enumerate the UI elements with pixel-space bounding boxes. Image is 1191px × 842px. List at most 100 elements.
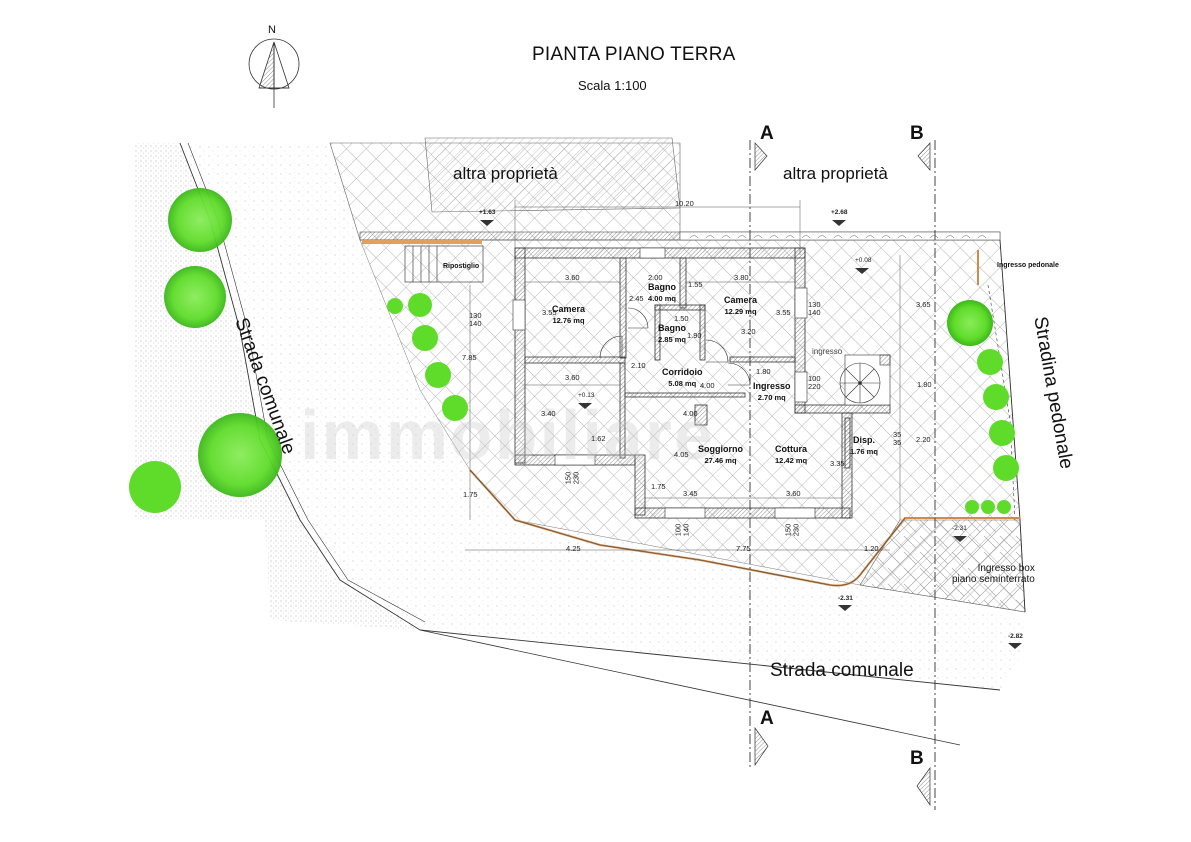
dim-label: 1.75: [651, 482, 666, 491]
dim-label: 3.60: [565, 373, 580, 382]
left-terrain: [135, 143, 420, 630]
scale-label: Scala 1:100: [578, 78, 647, 93]
room-name: Soggiorno: [698, 444, 743, 454]
room-name: Corridoio: [662, 367, 703, 377]
dim-label: 2.10: [631, 361, 646, 370]
outdoor-stairs: [404, 245, 484, 283]
room-entrance: Ingresso 2.70 mq: [753, 381, 791, 403]
road-bottom-label: Strada comunale: [770, 660, 914, 681]
room-name: Cottura: [775, 444, 808, 454]
room-area: 27.46 mq: [704, 456, 737, 465]
dim-label: 4.00: [700, 381, 715, 390]
north-label: N: [268, 24, 276, 36]
dim-label: 3.55: [542, 308, 557, 317]
room-name: Disp.: [852, 435, 875, 445]
dim-label: 3.80: [734, 273, 749, 282]
dim-value: 140: [808, 308, 821, 317]
room-bedroom-2: Camera 12.29 mq: [724, 295, 757, 317]
room-pantry: Disp. 1.76 mq: [850, 435, 878, 457]
section-b-top-label: B: [910, 123, 924, 144]
level-label: +1.63: [479, 209, 496, 216]
room-area: 2.85 mq: [658, 335, 686, 344]
section-b-bottom-marker: [916, 766, 931, 807]
dim-value: 35: [893, 438, 902, 447]
level-label: -2.31: [952, 525, 967, 532]
dim-value: 130: [469, 311, 482, 320]
dim-value: 230: [571, 471, 581, 485]
dim-label: 3.20: [741, 327, 756, 336]
section-a-top-label: A: [760, 123, 774, 144]
room-area: 12.42 mq: [775, 456, 808, 465]
windows: [512, 247, 816, 519]
section-b-bottom-label: B: [910, 748, 924, 769]
dim-label: 4.00: [683, 409, 698, 418]
level-label: -2.82: [1008, 633, 1023, 640]
dim-value: 100: [808, 374, 821, 383]
dim-label: 3.65: [916, 300, 931, 309]
pedestrian-entrance-label: Ingresso pedonale: [997, 262, 1059, 269]
dim-label: 1.62: [591, 434, 606, 443]
trees: [129, 188, 1019, 514]
dim-label: 2.45: [629, 294, 644, 303]
room-name: Camera: [724, 295, 758, 305]
room-kitchen: Cottura 12.42 mq: [775, 444, 807, 466]
dimension-lines: [465, 200, 901, 551]
storage-label: Ripostiglio: [443, 263, 480, 270]
level-marker-icons: [480, 220, 1022, 649]
dim-value: 220: [808, 382, 821, 391]
room-bathroom-1: Bagno 4.00 mq: [648, 282, 676, 304]
dim-value: 140: [469, 319, 482, 328]
dim-label: 3.35: [830, 459, 845, 468]
dim-value: 130: [808, 300, 821, 309]
dim-label: 4.25: [566, 544, 581, 553]
dim-label: 3.40: [541, 409, 556, 418]
room-name: Ingresso: [753, 381, 791, 391]
north-arrow-icon: [248, 38, 300, 108]
dim-label: 1.20: [864, 544, 879, 553]
room-area: 2.70 mq: [757, 393, 786, 402]
dim-value: 35: [893, 430, 902, 439]
spiral-staircase: [839, 354, 891, 406]
garage-entrance-line2: piano seminterrato: [952, 574, 1035, 585]
garage-entrance-line1: Ingresso box: [977, 563, 1035, 574]
dim-label: 1.80: [756, 367, 771, 376]
room-area: 1.76 mq: [850, 447, 878, 456]
level-label: +0.08: [855, 257, 872, 264]
dim-value: 140: [681, 523, 691, 537]
dim-label: 3.60: [786, 489, 801, 498]
watermark: immobiliare: [300, 396, 715, 474]
dim-label: 2.20: [916, 435, 931, 444]
dim-label: 7.85: [462, 353, 477, 362]
room-area: 4.00 mq: [648, 294, 676, 303]
other-property-right-label: altra proprietà: [783, 164, 888, 183]
page-title: PIANTA PIANO TERRA: [532, 44, 736, 65]
dim-label: 1.80: [917, 380, 932, 389]
dim-label: 4.05: [674, 450, 689, 459]
dim-label: 1.75: [463, 490, 478, 499]
dim-label: 3.55: [776, 308, 791, 317]
room-name: Camera: [552, 304, 586, 314]
section-a-top-marker: [754, 142, 768, 171]
dim-label: 3.45: [683, 489, 698, 498]
door-swings: [599, 307, 751, 386]
room-bedroom-1: Camera 12.76 mq: [552, 304, 585, 326]
level-label: -2.31: [838, 595, 853, 602]
section-b-top-marker: [917, 142, 931, 171]
room-living: Soggiorno 27.46 mq: [698, 444, 743, 466]
room-name: Bagno: [658, 323, 686, 333]
section-a-bottom-label: A: [760, 708, 774, 729]
room-corridor: Corridoio 5.08 mq: [662, 367, 703, 389]
room-name: Bagno: [648, 282, 676, 292]
room-bathroom-2: Bagno 2.85 mq: [658, 323, 686, 345]
room-area: 5.08 mq: [668, 379, 697, 388]
level-label: +2.68: [831, 209, 848, 216]
dim-label: 7.75: [736, 544, 751, 553]
left-road-area: [180, 143, 1025, 690]
